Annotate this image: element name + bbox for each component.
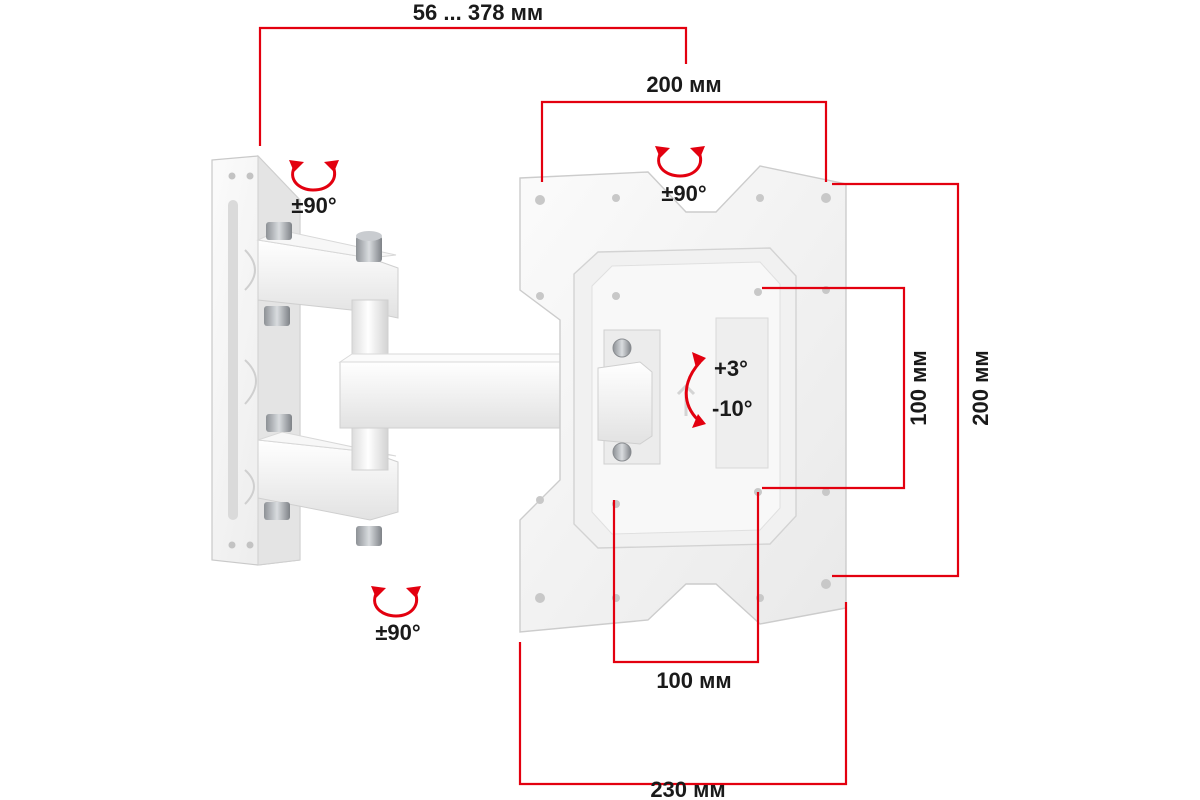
vesa-inner-width-label: 100 мм (656, 668, 731, 693)
vesa-top-width-line (540, 100, 828, 182)
tilt-icon (684, 352, 706, 428)
wall-top-swivel-label: ±90° (291, 193, 336, 218)
tilt-down-label: -10° (712, 396, 753, 421)
hinge-screw-top (612, 338, 632, 358)
dimension-lines (258, 26, 960, 786)
vesa-outer-height-label: 200 мм (968, 350, 993, 425)
nut-lower-left (264, 414, 292, 520)
vesa-outer-height-line (832, 182, 960, 578)
hinge-screw-bottom (612, 442, 632, 462)
plate-width-label: 230 мм (650, 777, 725, 800)
vesa-mounting-plate (519, 165, 847, 633)
bolt-top (356, 231, 382, 262)
tilt-up-label: +3° (714, 356, 748, 381)
bolts (264, 222, 382, 546)
arm-extension-line (258, 26, 688, 146)
wall-bottom-swivel-label: ±90° (375, 620, 420, 645)
nut-upper-left (264, 222, 292, 326)
plate-width-line (518, 602, 848, 786)
bolt-bottom (356, 526, 382, 546)
rotate-icon-wall-bottom (371, 586, 421, 618)
vesa-top-width-label: 200 мм (646, 72, 721, 97)
rotate-icon-plate (655, 146, 705, 178)
main-arm (338, 353, 591, 429)
vesa-inner-width-line (612, 492, 760, 664)
rotate-icon-wall-top (289, 160, 339, 192)
plate-swivel-label: ±90° (661, 181, 706, 206)
arm-extension-label: 56 ... 378 мм (413, 0, 543, 25)
vesa-inner-height-line (762, 286, 906, 490)
vesa-inner-height-label: 100 мм (906, 350, 931, 425)
